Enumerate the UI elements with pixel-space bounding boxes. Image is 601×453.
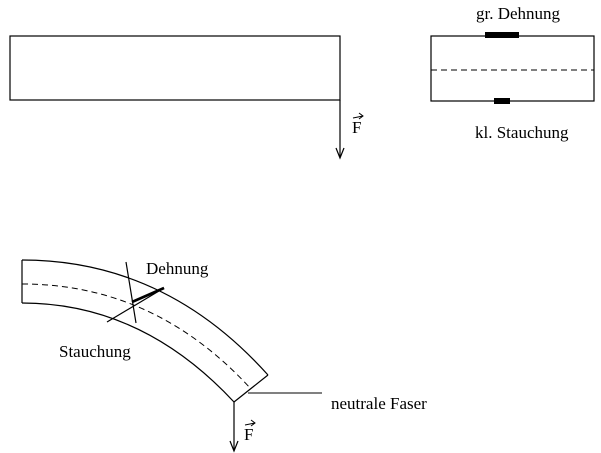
force-label-top: F <box>352 118 361 137</box>
strain-segment <box>131 286 165 304</box>
cross-section-group: gr. Dehnung kl. Stauchung <box>430 4 595 142</box>
straight-beam-group: F <box>9 35 364 160</box>
bent-beam-outer-edge <box>21 259 269 376</box>
neutral-fiber-line <box>21 283 252 390</box>
strain-large-label: gr. Dehnung <box>476 4 561 23</box>
strain-bar-large <box>485 32 519 38</box>
bent-beam-inner-edge <box>21 302 235 403</box>
force-arrowhead-bottom <box>229 440 239 453</box>
strain-label: Dehnung <box>146 259 209 278</box>
straight-beam <box>9 35 341 101</box>
rotated-section-line <box>106 287 165 323</box>
force-label-bottom: F <box>244 425 253 444</box>
compression-bar-small <box>494 98 510 104</box>
original-section-line <box>125 261 137 324</box>
cross-section <box>430 35 595 102</box>
compression-small-label: kl. Stauchung <box>475 123 569 142</box>
bent-beam-right-end <box>233 374 269 403</box>
compression-label: Stauchung <box>59 342 131 361</box>
neutral-fiber-label: neutrale Faser <box>331 394 427 413</box>
force-vector-mark-top <box>352 112 364 120</box>
bent-beam-group: Dehnung Stauchung neutrale Faser F <box>21 259 427 453</box>
force-arrowhead-top <box>335 147 345 160</box>
force-vector-mark-bottom <box>244 419 256 427</box>
